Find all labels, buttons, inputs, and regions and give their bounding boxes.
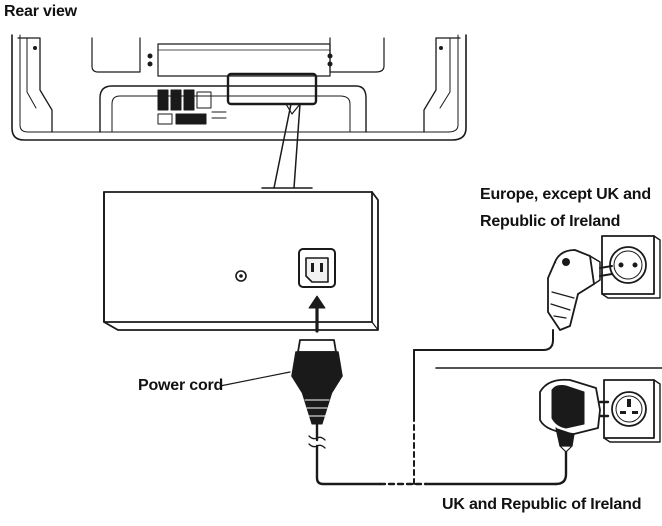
rear-view-label: Rear view [4, 3, 77, 20]
uk-wall-socket [603, 379, 661, 443]
tv-rear-panel [11, 34, 467, 141]
europe-plug-label: Europe, except UK and Republic of Irelan… [480, 181, 651, 235]
enlarged-inlet-panel [103, 187, 379, 333]
power-cord-cable [308, 329, 568, 486]
europe-plug [547, 249, 613, 331]
ac-inlet-socket [298, 248, 336, 288]
europe-label-line2: Republic of Ireland [480, 213, 621, 230]
power-cord-pointer [219, 371, 291, 387]
iec-connector-plug [291, 339, 343, 425]
europe-label-line1: Europe, except UK and [480, 186, 651, 203]
magnification-lines [273, 103, 301, 189]
uk-plug-label: UK and Republic of Ireland [442, 496, 642, 513]
power-cord-label: Power cord [138, 377, 224, 394]
terminal-cluster [157, 89, 227, 125]
uk-plug [539, 378, 610, 453]
power-area-highlight [226, 72, 318, 106]
